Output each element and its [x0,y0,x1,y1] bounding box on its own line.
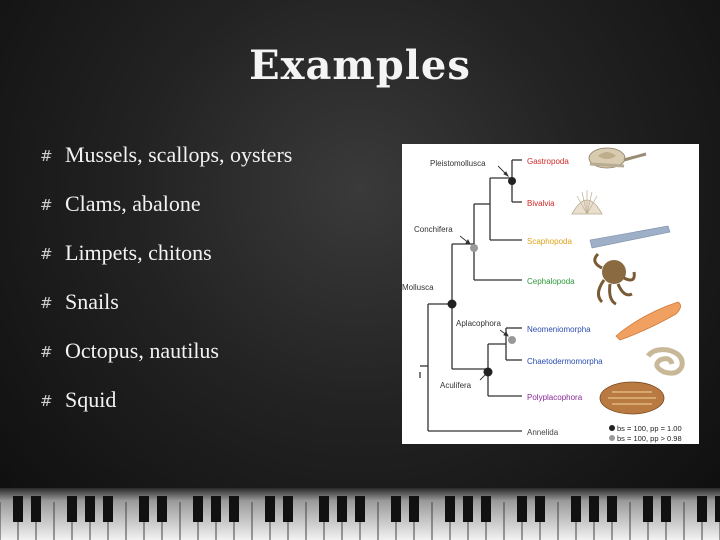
cephalopod-illustration [593,252,636,306]
support-legend: bs = 100, pp = 1.00 bs = 100, pp > 0.98 [609,424,682,443]
node-strong [447,299,457,309]
taxon-label: Cephalopoda [527,277,575,286]
chaetodermomorph-illustration [646,347,685,376]
piano-black-key [463,496,473,522]
tree-branches [419,159,522,432]
clade-label: Aculifera [440,381,472,390]
piano-black-key [67,496,77,522]
taxa-labels: Gastropoda Bivalvia Scaphopoda Cephalopo… [527,157,603,437]
legend-label: bs = 100, pp = 1.00 [617,424,682,433]
taxon-label: Neomeniomorpha [527,325,591,334]
label-arrows [459,165,510,381]
piano-black-key [283,496,293,522]
clade-labels: Pleistomollusca Conchifera Mollusca Apla… [402,159,501,390]
piano-black-key [157,496,167,522]
bullet-item: # Squid [40,387,292,436]
bullet-text: Limpets, chitons [65,240,212,265]
piano-black-key [13,496,23,522]
phylogeny-figure: Pleistomollusca Conchifera Mollusca Apla… [402,144,699,444]
piano-black-key [391,496,401,522]
bullet-icon: # [40,343,53,361]
piano-black-key [409,496,419,522]
taxon-label: Polyplacophora [527,393,583,402]
bullet-icon: # [40,147,53,165]
taxon-label: Annelida [527,428,559,437]
bullet-item: # Limpets, chitons [40,240,292,289]
piano-black-key [445,496,455,522]
taxon-label: Bivalvia [527,199,555,208]
piano-black-key [265,496,275,522]
piano-black-key [229,496,239,522]
slide-title: Examples [249,42,471,89]
node-weak [470,244,478,252]
piano-black-key [85,496,95,522]
bullet-item: # Snails [40,289,292,338]
piano-black-key [715,496,720,522]
node-weak [508,336,516,344]
bullet-text: Squid [65,387,117,412]
bullet-text: Octopus, nautilus [65,338,219,363]
legend-label: bs = 100, pp > 0.98 [617,434,682,443]
bullet-text: Mussels, scallops, oysters [65,142,293,167]
bullet-item: # Octopus, nautilus [40,338,292,387]
piano-black-key [589,496,599,522]
piano-black-key [607,496,617,522]
bullet-icon: # [40,294,53,312]
taxon-label: Chaetodermomorpha [527,357,603,366]
piano-black-key [337,496,347,522]
piano-black-key [697,496,707,522]
neomeniomorph-illustration [615,301,681,341]
piano-black-key [355,496,365,522]
scaphopod-illustration [589,225,671,249]
phylogeny-tree: Pleistomollusca Conchifera Mollusca Apla… [402,147,685,443]
piano-black-key [31,496,41,522]
piano-black-key [481,496,491,522]
piano-keys-decoration [0,488,720,540]
piano-black-key [193,496,203,522]
clade-label: Mollusca [402,283,434,292]
legend-swatch [609,435,615,441]
legend-swatch [609,425,615,431]
bullet-icon: # [40,245,53,263]
bullet-icon: # [40,392,53,410]
piano-black-key [643,496,653,522]
piano-black-keys [13,496,720,522]
polyplacophora-illustration [599,381,665,415]
gastropod-illustration [588,147,647,169]
bullet-item: # Mussels, scallops, oysters [40,142,292,191]
taxon-label: Gastropoda [527,157,569,166]
piano-black-key [139,496,149,522]
clade-label: Conchifera [414,225,453,234]
taxon-label: Scaphopoda [527,237,572,246]
piano-black-key [319,496,329,522]
bullet-list: # Mussels, scallops, oysters # Clams, abal… [40,142,292,436]
bivalve-illustration [571,190,603,215]
piano-black-key [517,496,527,522]
bullet-text: Clams, abalone [65,191,201,216]
piano-black-key [661,496,671,522]
bullet-icon: # [40,196,53,214]
piano-black-key [535,496,545,522]
clade-label: Aplacophora [456,319,501,328]
piano-black-key [103,496,113,522]
clade-label: Pleistomollusca [430,159,486,168]
piano-black-key [211,496,221,522]
piano-black-key [571,496,581,522]
node-strong [508,177,516,185]
bullet-text: Snails [65,289,119,314]
bullet-item: # Clams, abalone [40,191,292,240]
